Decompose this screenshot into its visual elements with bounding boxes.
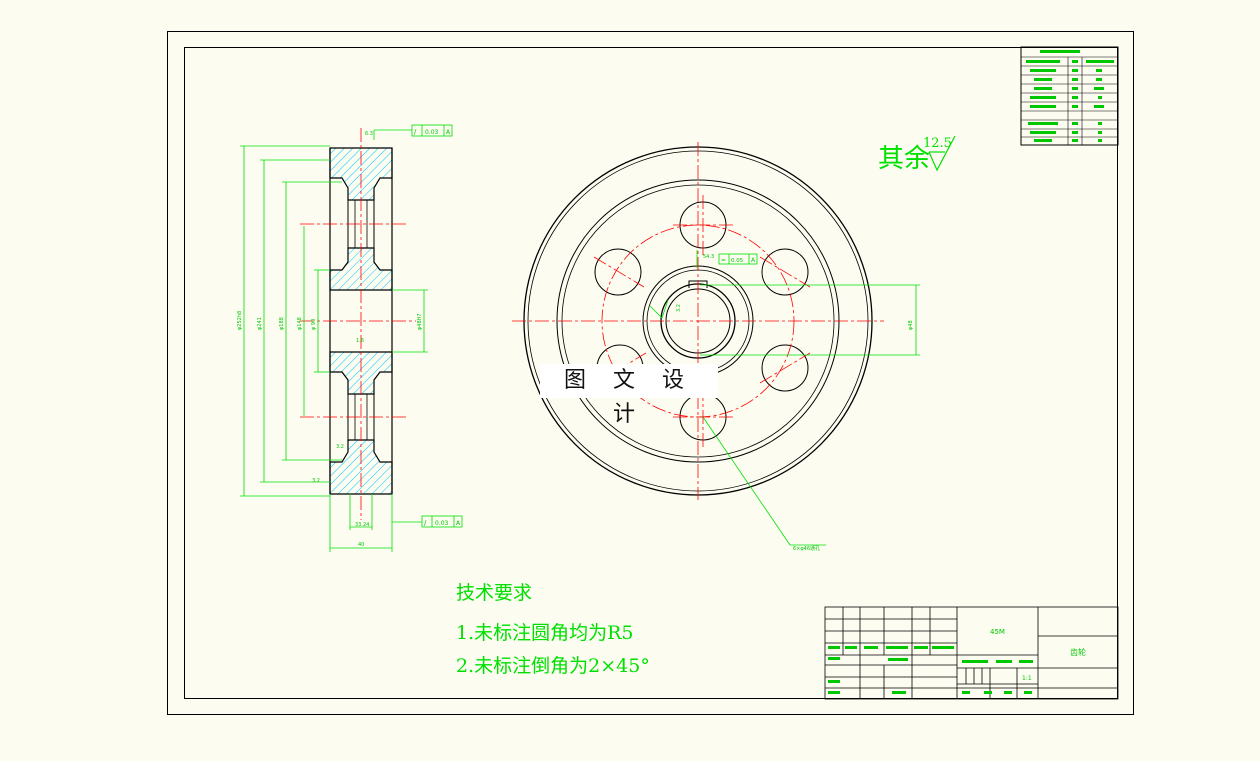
front-view: = 0.05 A φ48 6×φ46通孔 54.3 3.2 (512, 142, 920, 552)
gear-parameter-table (1020, 46, 1119, 146)
svg-text:0.05: 0.05 (731, 258, 744, 264)
svg-text:φ 90: φ 90 (311, 319, 317, 330)
tech-requirements-title: 技术要求 (456, 582, 533, 604)
sheet-outer-border (167, 31, 1134, 715)
sheet-drawing-border (184, 47, 1118, 699)
title-block (824, 606, 1119, 700)
hole (761, 344, 809, 392)
svg-text:1.6: 1.6 (356, 338, 364, 344)
section-view: φ252h8 φ241 φ188 φ148 φ 90 φ48H7 33.24 4… (237, 124, 463, 552)
svg-text:φ48: φ48 (908, 320, 914, 330)
watermark-label: 图 文 设 计 (540, 364, 718, 427)
hole (761, 248, 809, 296)
svg-text:6×φ46通孔: 6×φ46通孔 (793, 545, 820, 552)
roughness-symbol (928, 135, 956, 172)
svg-text:φ241: φ241 (257, 317, 263, 330)
svg-text:0.03: 0.03 (435, 520, 449, 527)
face-width-label: 40 (358, 542, 364, 548)
svg-text:φ48H7: φ48H7 (417, 313, 423, 330)
tech-requirement-item: 2.未标注倒角为2×45° (456, 655, 650, 677)
runout-tolerance-top: / 0.03 A (411, 124, 453, 137)
svg-text:φ188: φ188 (279, 317, 285, 330)
hub-width-label: 33.24 (355, 522, 369, 528)
roughness-note: 其余 (878, 144, 931, 174)
svg-text:/: / (424, 519, 427, 527)
svg-text:/: / (414, 128, 417, 136)
part-name-label: 齿轮 (1070, 647, 1086, 657)
svg-text:A: A (446, 129, 451, 136)
svg-text:3.2: 3.2 (312, 478, 320, 484)
runout-tolerance-bottom: / 0.03 A (421, 515, 463, 528)
svg-text:0.03: 0.03 (425, 129, 439, 136)
roughness-value: 12.5 (923, 136, 952, 151)
material-label: 45M (990, 628, 1005, 636)
svg-text:=: = (721, 257, 726, 264)
svg-text:A: A (751, 257, 756, 264)
tech-requirement-item: 1.未标注圆角均为R5 (456, 622, 634, 644)
svg-text:A: A (456, 520, 461, 527)
svg-text:3.2: 3.2 (336, 444, 344, 450)
hole (594, 248, 642, 296)
svg-text:3.2: 3.2 (676, 304, 682, 312)
key-symmetry-tolerance: = 0.05 A (718, 253, 758, 265)
svg-text:54.3: 54.3 (703, 254, 714, 260)
scale-label: 1:1 (1022, 675, 1032, 682)
svg-text:φ148: φ148 (297, 317, 303, 330)
svg-text:φ252h8: φ252h8 (237, 311, 243, 330)
svg-text:6.3: 6.3 (365, 131, 373, 137)
